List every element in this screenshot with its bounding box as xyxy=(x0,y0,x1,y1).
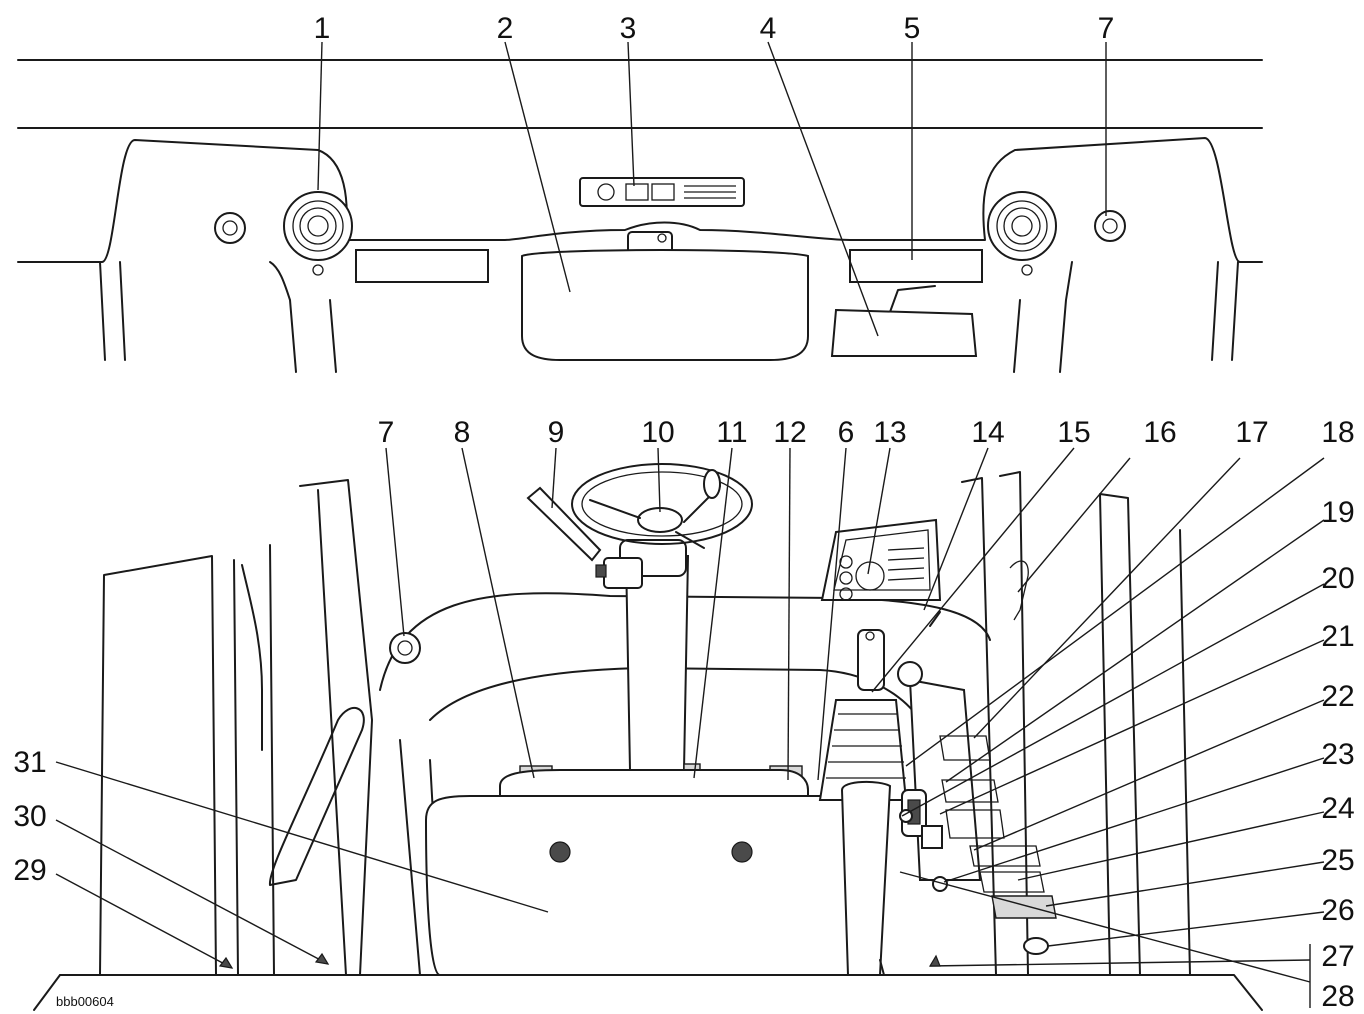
callout-7-top: 7 xyxy=(1098,12,1115,45)
callout-7-bottom: 7 xyxy=(378,416,395,449)
callout-18: 18 xyxy=(1321,416,1354,449)
callout-29: 29 xyxy=(13,854,46,887)
callout-30: 30 xyxy=(13,800,46,833)
callout-5: 5 xyxy=(904,12,921,45)
callout-15: 15 xyxy=(1057,416,1090,449)
callout-27: 27 xyxy=(1321,940,1354,973)
callout-20: 20 xyxy=(1321,562,1354,595)
steering-wheel xyxy=(571,463,753,549)
display-unit xyxy=(820,518,942,627)
callout-23: 23 xyxy=(1321,738,1354,771)
operator-seat xyxy=(424,769,869,976)
operator-station xyxy=(33,463,1263,1011)
leader-lines xyxy=(55,41,1325,1008)
callout-24: 24 xyxy=(1321,792,1354,825)
left-speaker xyxy=(283,191,353,276)
figure-id: bbb00604 xyxy=(56,994,114,1009)
right-speaker xyxy=(987,191,1057,276)
callout-25: 25 xyxy=(1321,844,1354,877)
callout-13: 13 xyxy=(873,416,906,449)
callout-10: 10 xyxy=(641,416,674,449)
callout-14: 14 xyxy=(971,416,1004,449)
callout-1: 1 xyxy=(314,12,331,45)
interior-mirror xyxy=(521,231,809,361)
callout-12: 12 xyxy=(773,416,806,449)
armrest xyxy=(840,780,892,976)
callout-16: 16 xyxy=(1143,416,1176,449)
switch-console xyxy=(897,661,1057,955)
right-label-panel xyxy=(849,249,983,283)
callout-9: 9 xyxy=(548,416,565,449)
callout-2: 2 xyxy=(497,12,514,45)
lower-air-vent xyxy=(389,632,421,664)
callout-21: 21 xyxy=(1321,620,1354,653)
side-mirror xyxy=(830,285,978,357)
steering-column xyxy=(595,539,690,771)
joystick xyxy=(818,629,908,801)
callout-8: 8 xyxy=(454,416,471,449)
callout-3: 3 xyxy=(620,12,637,45)
callout-labels: 1 2 3 4 5 7 7 8 9 10 11 12 6 13 14 15 16… xyxy=(13,12,1354,1013)
callout-11: 11 xyxy=(716,416,747,449)
radio-panel xyxy=(579,177,745,207)
overhead-console xyxy=(17,59,1263,373)
left-air-vent xyxy=(214,212,246,244)
callout-6: 6 xyxy=(838,416,855,449)
callout-4: 4 xyxy=(760,12,777,45)
callout-22: 22 xyxy=(1321,680,1354,713)
right-air-vent xyxy=(1094,210,1126,242)
turn-signal-lever xyxy=(526,486,602,562)
callout-28: 28 xyxy=(1321,980,1354,1013)
callout-26: 26 xyxy=(1321,894,1354,927)
callout-17: 17 xyxy=(1235,416,1268,449)
left-label-panel xyxy=(355,249,489,283)
callout-31: 31 xyxy=(13,746,46,779)
callout-19: 19 xyxy=(1321,496,1354,529)
